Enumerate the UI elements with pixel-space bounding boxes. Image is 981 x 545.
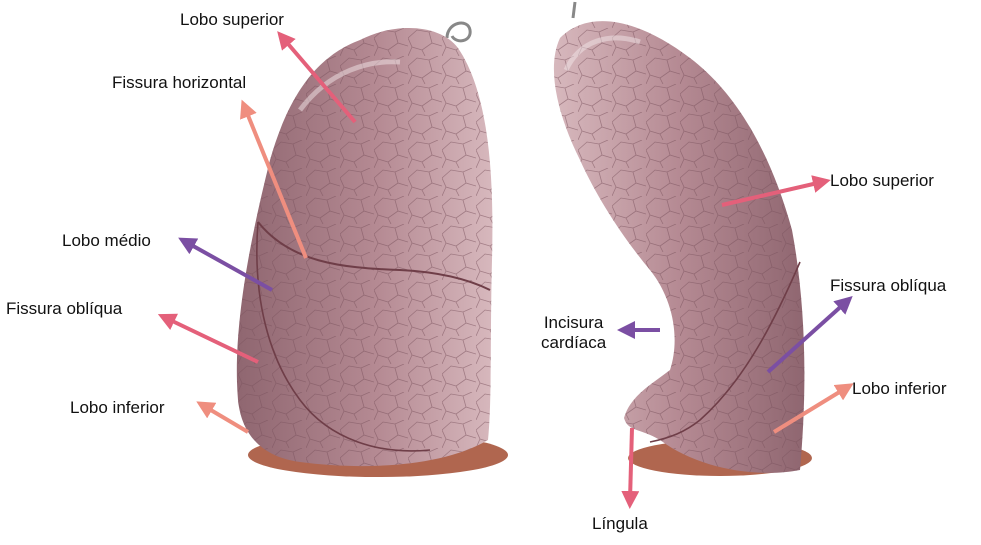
left-lung-hanger-icon: [447, 23, 470, 41]
label-fissura-horizontal-left: Fissura horizontal: [112, 73, 246, 93]
label-lobo-medio-left: Lobo médio: [62, 231, 151, 251]
label-incisura-cardiaca-right: Incisura cardíaca: [541, 313, 606, 353]
right-lung-model: [237, 23, 508, 477]
right-lung-texture: [554, 21, 805, 473]
right-lung-hanger-icon: [573, 2, 575, 18]
label-fissura-obliqua-left: Fissura oblíqua: [6, 299, 122, 319]
label-lingula-right: Língula: [592, 514, 648, 534]
label-lobo-superior-right: Lobo superior: [830, 171, 934, 191]
label-lobo-inferior-left: Lobo inferior: [70, 398, 165, 418]
label-fissura-obliqua-right: Fissura oblíqua: [830, 276, 946, 296]
left-lung-texture: [237, 28, 493, 466]
label-lobo-inferior-right: Lobo inferior: [852, 379, 947, 399]
arrow-lingula-right: [630, 428, 632, 500]
label-lobo-superior-left: Lobo superior: [180, 10, 284, 30]
left-lung-model: [554, 2, 812, 476]
